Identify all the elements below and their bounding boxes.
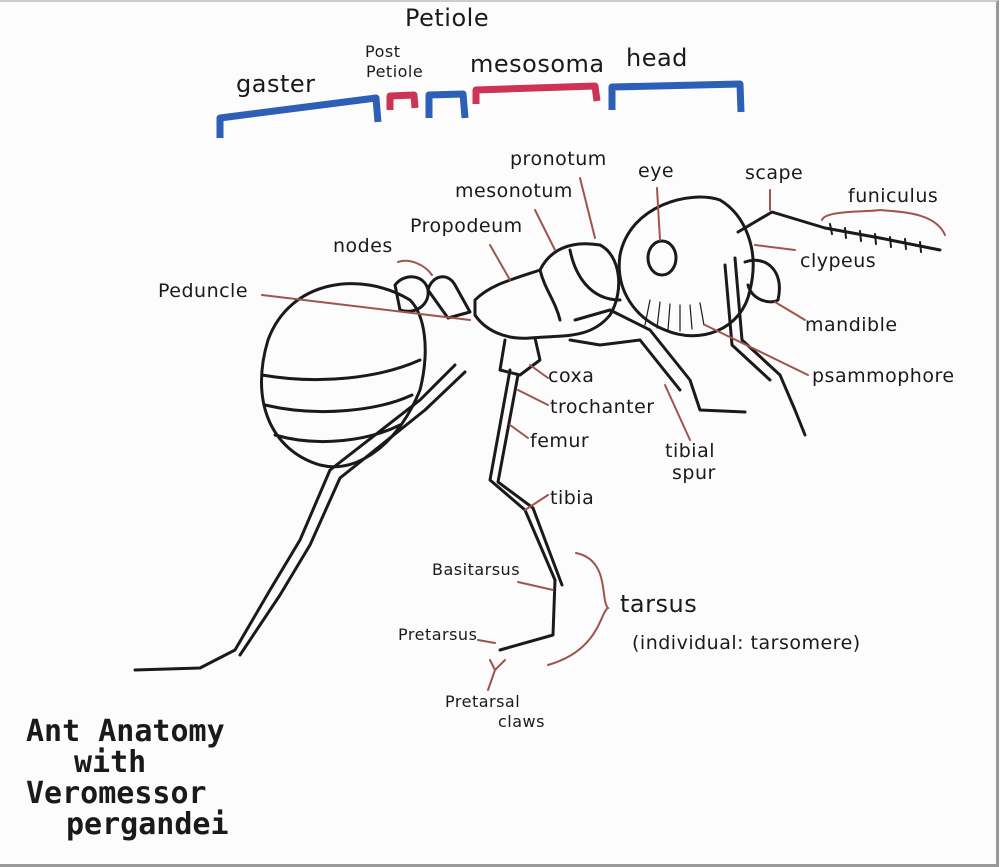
- label-gaster: gaster: [236, 70, 316, 98]
- label-mesosoma: mesosoma: [470, 50, 605, 78]
- label-tibial-spur-1: tibial: [665, 440, 715, 462]
- label-mandible: mandible: [805, 314, 898, 336]
- gaster-bracket: [216, 94, 382, 138]
- label-nodes: nodes: [333, 235, 393, 257]
- head: [617, 195, 755, 338]
- gaster-segment-line: [273, 423, 402, 444]
- peduncle-leader: [261, 294, 471, 321]
- mandible: [743, 258, 781, 304]
- femur-leader: [509, 424, 529, 439]
- front-leg: [573, 308, 747, 414]
- petiole-node: [426, 275, 472, 320]
- label-pretarsal-claws-1: Pretarsal: [445, 692, 521, 711]
- gaster-segment-line: [260, 358, 422, 382]
- mesonotum-suture: [538, 268, 562, 322]
- fore-leg-outline: [723, 263, 772, 382]
- label-funiculus: funiculus: [848, 185, 939, 207]
- eye: [646, 239, 678, 277]
- hind-leg-outline: [238, 370, 467, 657]
- tibial-spur-leader: [664, 384, 691, 441]
- label-tarsus: tarsus: [620, 590, 698, 618]
- title-line-4: pergandei: [66, 807, 229, 842]
- label-peduncle: Peduncle: [158, 280, 249, 302]
- label-eye: eye: [638, 160, 675, 182]
- pronotum-leader: [579, 177, 596, 239]
- funiculus-brace: [821, 208, 946, 236]
- label-pretarsus: Pretarsus: [398, 625, 478, 644]
- antenna: [736, 210, 942, 252]
- mesonotum-leader: [534, 209, 556, 251]
- label-clypeus: clypeus: [800, 250, 877, 272]
- coxa: [498, 336, 542, 377]
- propodeum-leader: [489, 244, 511, 281]
- mesosoma: [473, 242, 621, 340]
- label-petiole: Petiole: [405, 4, 490, 32]
- tibia-leader: [524, 494, 549, 511]
- label-propodeum: Propodeum: [410, 215, 523, 237]
- label-psammophore: psammophore: [812, 365, 955, 387]
- petiole-bracket: [425, 90, 469, 119]
- claws-leader: [487, 659, 506, 691]
- label-trochanter: trochanter: [550, 396, 655, 418]
- mandible-leader: [774, 301, 806, 321]
- front-leg-outline: [568, 338, 682, 392]
- mid-leg: [488, 368, 557, 652]
- label-coxa: coxa: [548, 365, 595, 387]
- label-tibia: tibia: [550, 487, 595, 509]
- pretarsus-leader: [477, 639, 496, 644]
- label-scape: scape: [745, 162, 804, 184]
- gaster-segment-line: [263, 393, 414, 413]
- eye-leader: [656, 187, 661, 241]
- label-head: head: [626, 44, 688, 72]
- title-line-1: Ant Anatomy: [26, 714, 225, 749]
- nodes-leader: [397, 259, 433, 276]
- hind-leg: [133, 363, 457, 672]
- title-line-2: with: [74, 745, 147, 780]
- label-basitarsus: Basitarsus: [432, 560, 521, 579]
- title-line-3: Veromessor: [26, 776, 207, 811]
- basitarsus-leader: [517, 581, 554, 591]
- mid-leg-outline: [496, 373, 564, 587]
- gaster: [260, 282, 427, 469]
- label-femur: femur: [530, 430, 590, 452]
- tarsus-brace: [547, 552, 610, 666]
- coxa-leader: [529, 364, 549, 379]
- psammophore-leader: [704, 324, 809, 376]
- pronotum-suture: [568, 248, 622, 302]
- head-bracket: [608, 80, 745, 113]
- label-mesonotum: mesonotum: [455, 180, 573, 202]
- label-tarsomere: (individual: tarsomere): [632, 632, 861, 654]
- label-post-petiole-2: Petiole: [366, 62, 424, 81]
- trochanter-leader: [517, 389, 549, 406]
- diagram-title: Ant Anatomy with Veromessor pergandei: [26, 716, 229, 840]
- clypeus-leader: [754, 244, 796, 251]
- fore-leg: [733, 256, 807, 437]
- label-post-petiole-1: Post: [365, 42, 401, 61]
- label-tibial-spur-2: spur: [672, 462, 716, 484]
- mesosoma-bracket: [472, 82, 601, 104]
- psammophore-hairs: [644, 299, 705, 332]
- post-petiole-bracket: [386, 91, 419, 110]
- funiculus-segments: [829, 223, 922, 253]
- label-pronotum: pronotum: [510, 148, 607, 170]
- label-pretarsal-claws-2: claws: [498, 712, 545, 731]
